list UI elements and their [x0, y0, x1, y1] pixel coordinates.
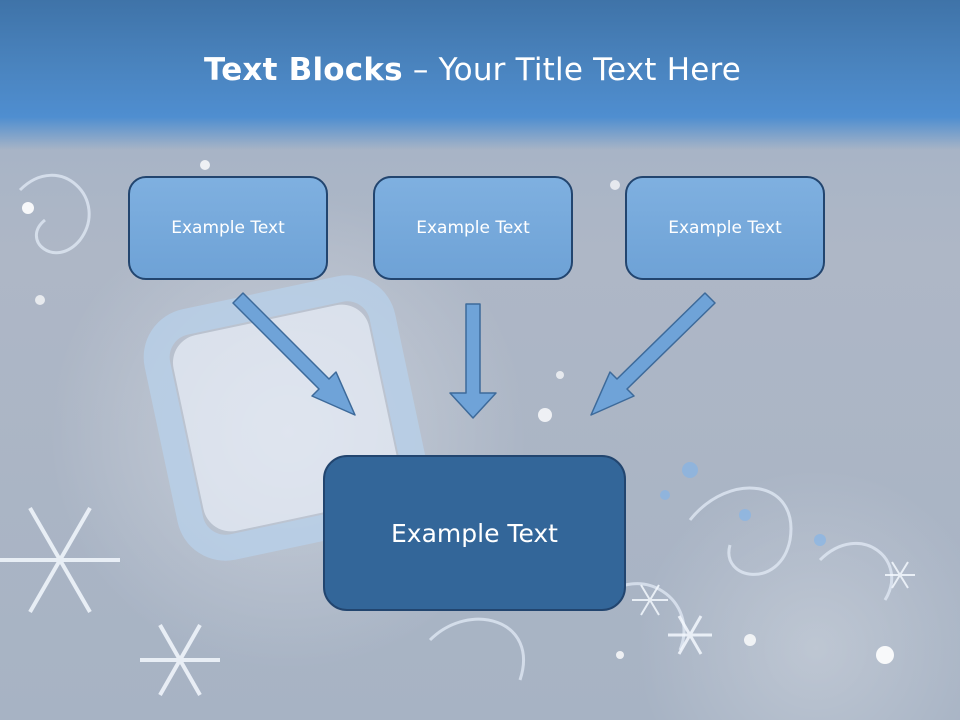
text-block-3[interactable]: Example Text	[625, 176, 825, 280]
text-block-2[interactable]: Example Text	[373, 176, 573, 280]
title-bar	[0, 0, 960, 150]
text-block-3-label: Example Text	[668, 218, 782, 238]
target-block[interactable]: Example Text	[323, 455, 626, 611]
arrow-left-icon	[232, 292, 356, 416]
text-block-2-label: Example Text	[416, 218, 530, 238]
slide-title: Text Blocks – Your Title Text Here	[0, 52, 945, 88]
title-rest: – Your Title Text Here	[402, 52, 742, 88]
target-block-label: Example Text	[391, 518, 558, 548]
text-block-1[interactable]: Example Text	[128, 176, 328, 280]
title-bold: Text Blocks	[203, 52, 403, 88]
arrow-right-icon	[590, 292, 716, 416]
text-block-1-label: Example Text	[171, 218, 285, 238]
arrow-down-icon	[449, 303, 497, 419]
